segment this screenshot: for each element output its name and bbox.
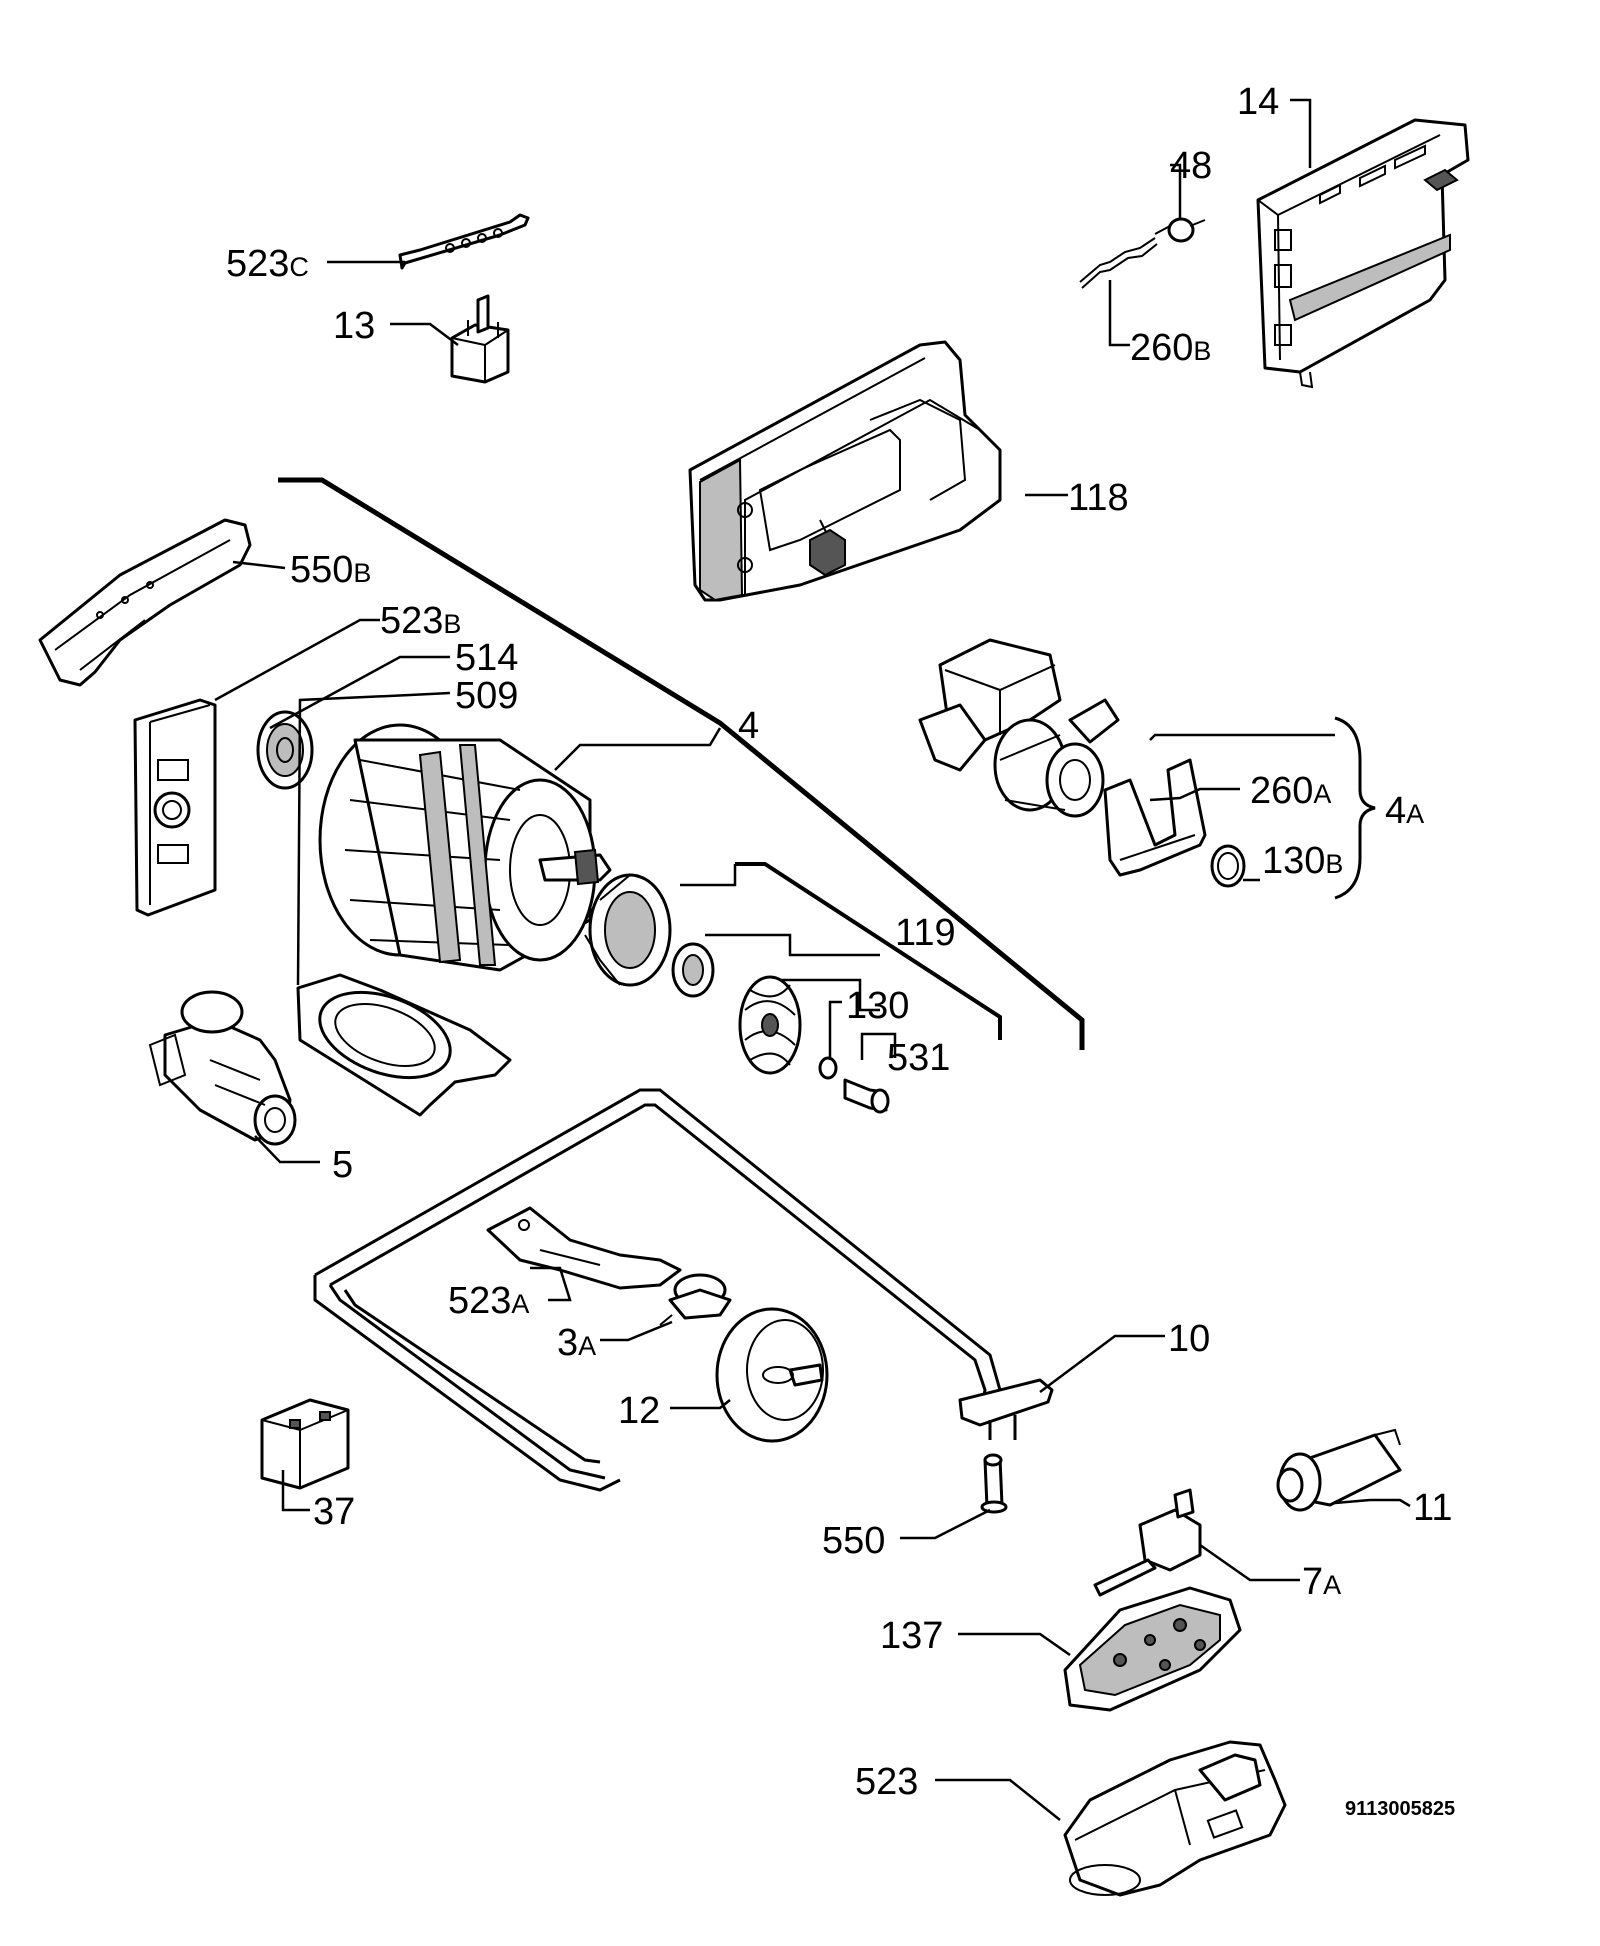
part-137-filter xyxy=(1063,1586,1242,1712)
label-514: 514 xyxy=(455,637,518,679)
label-3a: 3A xyxy=(557,1322,596,1364)
part-10-heating-element xyxy=(313,1088,1054,1492)
part-labels: 14 48 523C 13 260B 118 550B 523B 514 509… xyxy=(226,81,1452,1803)
reference-number: 9113005825 xyxy=(1345,1798,1455,1820)
impeller xyxy=(738,975,802,1075)
part-509-motor xyxy=(318,723,612,972)
label-509: 509 xyxy=(455,675,518,717)
part-523a-clip-bracket xyxy=(486,1206,682,1290)
part-12-pressure-switch xyxy=(715,1307,829,1443)
assembly-lines xyxy=(278,477,1085,1050)
part-514-bearing xyxy=(256,710,314,790)
label-7a: 7A xyxy=(1302,1561,1341,1603)
part-14-control-module xyxy=(1256,118,1470,389)
part-523c-bracket xyxy=(398,213,530,270)
part-260b-wire-clip xyxy=(1079,237,1158,289)
part-11-capacitor xyxy=(1276,1428,1402,1512)
part-119-seal-ring xyxy=(671,942,715,998)
label-137: 137 xyxy=(880,1615,943,1657)
part-130-nut xyxy=(818,1056,838,1080)
label-523b: 523B xyxy=(380,600,461,642)
part-550-pin xyxy=(980,1453,1008,1514)
label-4a: 4A xyxy=(1385,790,1424,832)
label-523: 523 xyxy=(855,1761,918,1803)
label-13: 13 xyxy=(333,305,375,347)
label-5: 5 xyxy=(332,1144,353,1186)
label-130: 130 xyxy=(846,985,909,1027)
part-4-pump-housing xyxy=(584,873,672,987)
label-12: 12 xyxy=(618,1390,660,1432)
part-4a-drain-pump xyxy=(918,638,1120,818)
part-48-sensor xyxy=(1154,217,1206,243)
part-13-suppressor xyxy=(450,294,510,384)
label-260a: 260A xyxy=(1250,770,1331,812)
label-14: 14 xyxy=(1237,81,1279,123)
leader-lines xyxy=(214,98,1411,1821)
part-5-inlet-valve xyxy=(148,990,297,1146)
label-550b: 550B xyxy=(290,549,371,591)
part-7a-micro-switch xyxy=(1093,1488,1202,1597)
part-3a-thermostat xyxy=(659,1273,732,1326)
part-118-dispenser xyxy=(688,340,1002,602)
part-260a-bracket xyxy=(1103,758,1207,877)
part-37-filter xyxy=(260,1398,350,1490)
part-130b-o-ring xyxy=(1210,844,1246,888)
label-130b: 130B xyxy=(1262,840,1343,882)
label-4: 4 xyxy=(738,705,759,747)
label-523c: 523C xyxy=(226,243,309,285)
label-10: 10 xyxy=(1168,1318,1210,1360)
label-118: 118 xyxy=(1068,477,1129,519)
label-523a: 523A xyxy=(448,1280,529,1322)
part-531-screw xyxy=(843,1078,890,1114)
label-531: 531 xyxy=(887,1037,950,1079)
part-550b-cover xyxy=(38,518,252,687)
label-119: 119 xyxy=(895,912,956,954)
label-37: 37 xyxy=(313,1491,355,1533)
motor-mount-plate xyxy=(296,973,512,1117)
part-523-sump-housing xyxy=(1063,1740,1287,1897)
label-550: 550 xyxy=(822,1520,885,1562)
part-523b-mount-plate xyxy=(133,698,217,917)
label-48: 48 xyxy=(1170,145,1212,187)
label-260b: 260B xyxy=(1130,327,1211,369)
label-11: 11 xyxy=(1413,1487,1452,1529)
